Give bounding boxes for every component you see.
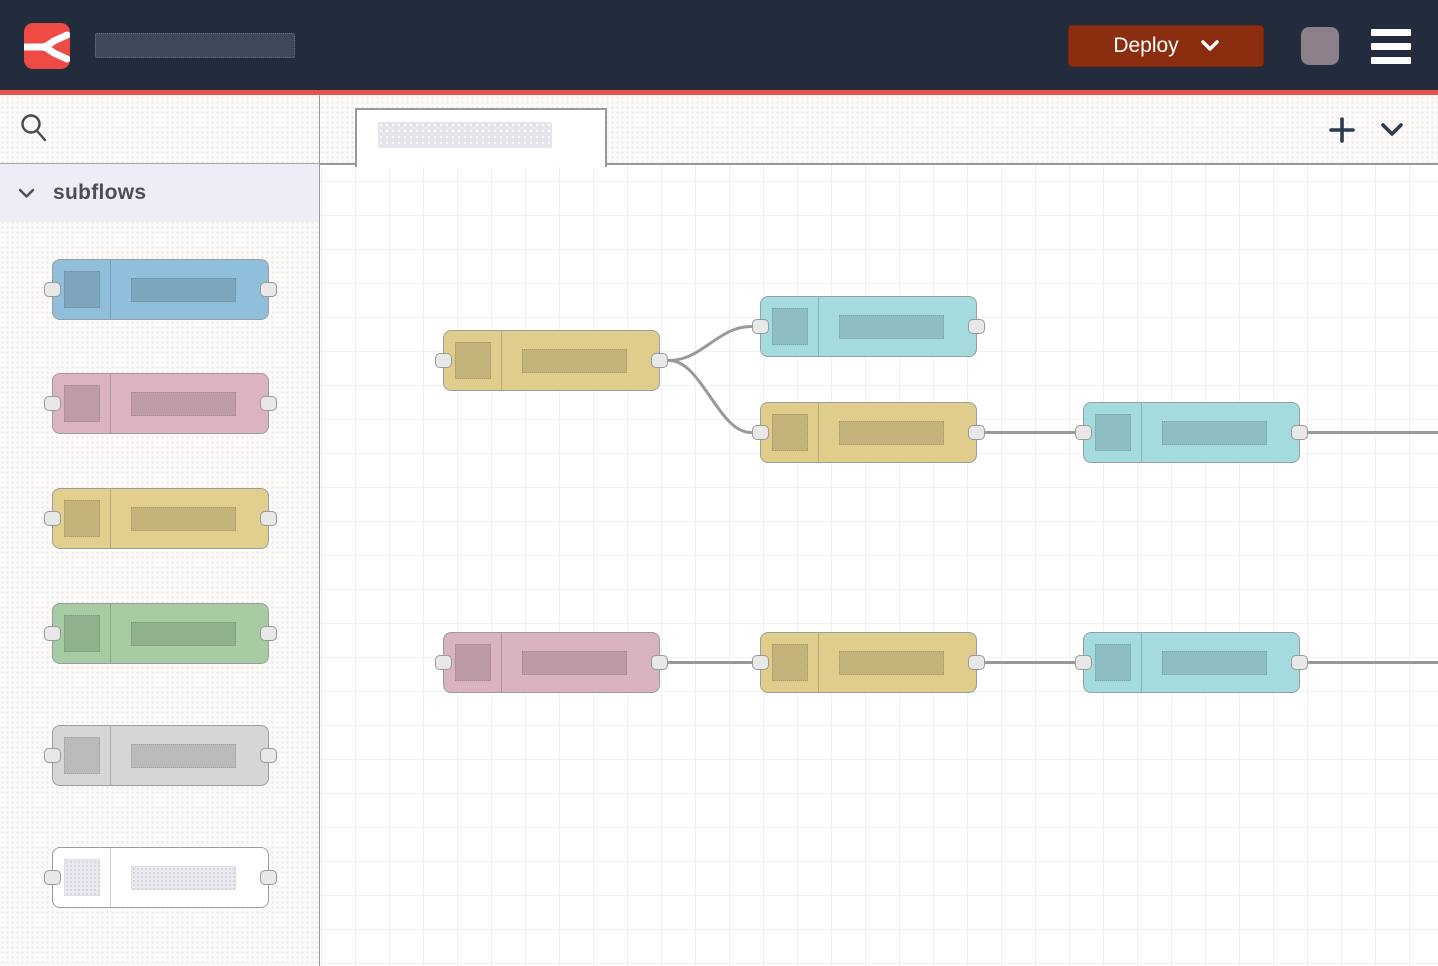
node-input-port[interactable]	[44, 282, 61, 297]
node-label-placeholder	[522, 348, 627, 373]
node-input-port[interactable]	[44, 870, 61, 885]
flow-tab-bar	[320, 95, 1438, 167]
node-label-placeholder	[839, 420, 944, 445]
node-output-port[interactable]	[651, 655, 668, 670]
tab-list-button[interactable]	[1378, 116, 1406, 144]
workspace	[320, 95, 1438, 966]
node-input-port[interactable]	[44, 748, 61, 763]
node-output-port[interactable]	[260, 511, 277, 526]
palette-node-yellow[interactable]	[44, 488, 277, 549]
flow-tab[interactable]	[355, 108, 607, 167]
node-label-placeholder	[1162, 650, 1267, 675]
node-label-placeholder	[131, 743, 236, 768]
palette-node-green[interactable]	[44, 603, 277, 664]
wire-layer	[667, 325, 1438, 664]
node-icon	[454, 644, 491, 681]
node-label-placeholder	[522, 650, 627, 675]
node-input-port[interactable]	[435, 353, 452, 368]
node-icon	[63, 500, 100, 537]
node-icon	[63, 615, 100, 652]
node-input-port[interactable]	[435, 655, 452, 670]
deploy-button[interactable]: Deploy	[1068, 25, 1264, 67]
node-label-placeholder	[131, 506, 236, 531]
node-icon	[771, 308, 808, 345]
deploy-button-label: Deploy	[1113, 34, 1179, 57]
node-output-port[interactable]	[1291, 655, 1308, 670]
node-icon	[771, 644, 808, 681]
node-input-port[interactable]	[752, 319, 769, 334]
node-label-placeholder	[131, 277, 236, 302]
palette-node-blue[interactable]	[44, 259, 277, 320]
palette-node-white[interactable]	[44, 847, 277, 908]
node-output-port[interactable]	[260, 626, 277, 641]
add-flow-button[interactable]	[1328, 116, 1356, 144]
node-output-port[interactable]	[260, 396, 277, 411]
palette-search[interactable]	[0, 95, 319, 163]
node-label-placeholder	[131, 621, 236, 646]
node-label-placeholder	[1162, 420, 1267, 445]
flow-node-yellow-2[interactable]	[752, 402, 985, 463]
flow-canvas[interactable]	[320, 165, 1438, 966]
node-icon	[771, 414, 808, 451]
node-icon	[63, 737, 100, 774]
palette-node-pink[interactable]	[44, 373, 277, 434]
chevron-down-icon	[18, 188, 35, 198]
node-label-placeholder	[839, 650, 944, 675]
flow-tab-label-placeholder	[378, 122, 552, 148]
header-accent-line	[0, 90, 1438, 95]
node-input-port[interactable]	[752, 655, 769, 670]
node-icon	[454, 342, 491, 379]
wire[interactable]	[667, 359, 753, 434]
chevron-down-icon	[1381, 123, 1403, 136]
flow-node-cyan-2[interactable]	[1075, 402, 1308, 463]
deploy-chevron-down-icon	[1200, 40, 1219, 51]
node-icon	[63, 385, 100, 422]
flow-node-pink-1[interactable]	[435, 632, 668, 693]
palette-category-subflows[interactable]: subflows	[0, 163, 319, 222]
node-output-port[interactable]	[260, 870, 277, 885]
header-title-placeholder	[95, 33, 295, 58]
search-icon[interactable]	[20, 113, 48, 143]
node-output-port[interactable]	[968, 655, 985, 670]
palette-sidebar: subflows	[0, 95, 320, 966]
node-input-port[interactable]	[752, 425, 769, 440]
node-red-logo-icon	[24, 23, 70, 69]
palette-node-list	[0, 222, 319, 966]
node-output-port[interactable]	[968, 425, 985, 440]
node-icon	[63, 271, 100, 308]
flow-node-cyan-1[interactable]	[752, 296, 985, 357]
node-icon	[1094, 644, 1131, 681]
flow-node-yellow-3[interactable]	[752, 632, 985, 693]
node-output-port[interactable]	[651, 353, 668, 368]
node-output-port[interactable]	[260, 282, 277, 297]
app-header: Deploy	[0, 0, 1438, 90]
node-label-placeholder	[131, 391, 236, 416]
palette-node-gray[interactable]	[44, 725, 277, 786]
plus-icon	[1329, 117, 1355, 143]
node-label-placeholder	[131, 865, 236, 890]
node-label-placeholder	[839, 314, 944, 339]
node-input-port[interactable]	[1075, 425, 1092, 440]
node-output-port[interactable]	[1291, 425, 1308, 440]
flow-node-cyan-3[interactable]	[1075, 632, 1308, 693]
wire[interactable]	[667, 325, 753, 362]
node-input-port[interactable]	[1075, 655, 1092, 670]
hamburger-menu-icon[interactable]	[1371, 29, 1411, 64]
node-output-port[interactable]	[968, 319, 985, 334]
node-icon	[1094, 414, 1131, 451]
node-input-port[interactable]	[44, 396, 61, 411]
node-output-port[interactable]	[260, 748, 277, 763]
user-avatar[interactable]	[1301, 27, 1339, 65]
node-icon	[63, 859, 100, 896]
node-input-port[interactable]	[44, 511, 61, 526]
flow-node-yellow-1[interactable]	[435, 330, 668, 391]
palette-category-label: subflows	[53, 181, 147, 204]
node-input-port[interactable]	[44, 626, 61, 641]
